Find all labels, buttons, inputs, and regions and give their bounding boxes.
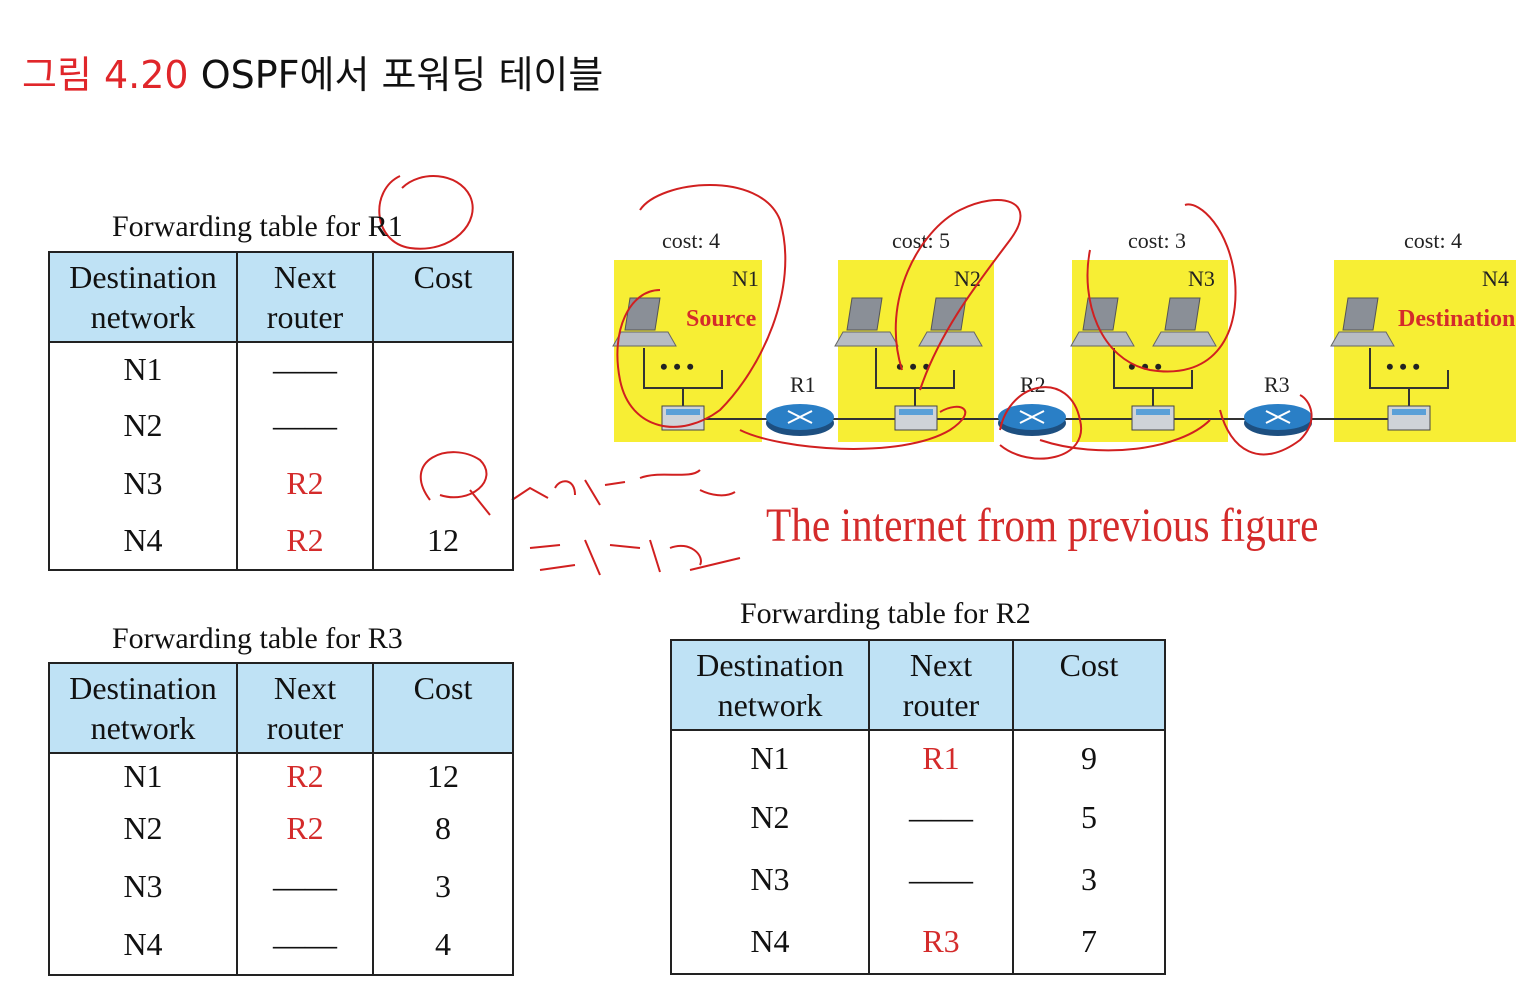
cell-next: R3 — [868, 910, 1014, 975]
table-row: N2——5 — [670, 786, 1166, 848]
network-label-n1: N1 — [732, 266, 759, 291]
diagram-caption: The internet from previous figure — [766, 499, 1319, 552]
handwritten-annotations — [378, 175, 1313, 576]
cell-next: —— — [868, 786, 1014, 848]
hosts-dots: • • • — [1386, 354, 1420, 379]
cost-n4: cost: 4 — [1404, 228, 1462, 253]
laptop-icon — [1330, 297, 1395, 347]
cell-dest: N4 — [48, 512, 238, 571]
cell-dest: N1 — [48, 341, 238, 396]
cell-cost — [372, 396, 514, 454]
cell-next: R2 — [236, 752, 374, 799]
table-r1-caption: Forwarding table for R1 — [112, 210, 403, 243]
cell-cost: 3 — [372, 857, 514, 915]
header-cost: Cost — [372, 662, 514, 754]
table-r2-caption: Forwarding table for R2 — [740, 597, 1031, 630]
switch-icon — [894, 405, 938, 431]
cell-cost — [372, 341, 514, 396]
cell-dest: N1 — [670, 729, 870, 786]
cell-dest: N4 — [670, 910, 870, 975]
header-cost: Cost — [1012, 639, 1166, 731]
cell-cost: 8 — [372, 799, 514, 857]
cell-next: —— — [236, 341, 374, 396]
destination-label: Destination — [1398, 306, 1515, 332]
cell-cost: 12 — [372, 512, 514, 571]
network-label-n3: N3 — [1188, 266, 1215, 291]
table-row: N2—— — [48, 396, 514, 454]
cell-next: R2 — [236, 454, 374, 512]
router-r1-icon — [766, 404, 834, 436]
table-row: N4——4 — [48, 915, 514, 976]
cell-next: —— — [236, 857, 374, 915]
cell-cost: 7 — [1012, 910, 1166, 975]
table-row: N1—— — [48, 341, 514, 396]
router-label-r1: R1 — [790, 372, 816, 397]
cell-cost: 4 — [372, 915, 514, 976]
network-label-n2: N2 — [954, 266, 981, 291]
cell-next: R1 — [868, 729, 1014, 786]
cell-cost: 12 — [372, 752, 514, 799]
laptop-icon — [612, 297, 677, 347]
cost-n2: cost: 5 — [892, 228, 950, 253]
switch-icon — [1387, 405, 1431, 431]
switch-icon — [1131, 405, 1175, 431]
cell-dest: N3 — [48, 454, 238, 512]
cell-next: R2 — [236, 799, 374, 857]
cell-cost: 9 — [1012, 729, 1166, 786]
laptop-icon — [1152, 297, 1217, 347]
laptop-icon — [918, 297, 983, 347]
lan-wiring — [643, 348, 1449, 406]
hosts-dots: • • • — [1128, 354, 1162, 379]
header-cost: Cost — [372, 251, 514, 343]
router-label-r3: R3 — [1264, 372, 1290, 397]
table-row: N3——3 — [48, 857, 514, 915]
cell-dest: N2 — [48, 396, 238, 454]
router-r2-icon — [998, 404, 1066, 436]
cell-dest: N4 — [48, 915, 238, 976]
page-title: 그림 4.20 OSPF에서 포워딩 테이블 — [22, 44, 603, 99]
cell-dest: N2 — [670, 786, 870, 848]
figure-label: 그림 4.20 — [22, 53, 189, 97]
table-r3-caption: Forwarding table for R3 — [112, 622, 403, 655]
cell-cost: 3 — [1012, 848, 1166, 910]
router-r3-icon — [1244, 404, 1312, 436]
figure-title: OSPF에서 포워딩 테이블 — [188, 53, 604, 97]
cell-next: R2 — [236, 512, 374, 571]
laptop-icon — [834, 297, 899, 347]
cost-n1: cost: 4 — [662, 228, 720, 253]
source-label: Source — [686, 306, 757, 332]
cell-next: —— — [868, 848, 1014, 910]
cell-dest: N1 — [48, 752, 238, 799]
cell-dest: N3 — [670, 848, 870, 910]
cell-cost — [372, 454, 514, 512]
cell-dest: N2 — [48, 799, 238, 857]
cell-cost: 5 — [1012, 786, 1166, 848]
network-label-n4: N4 — [1482, 266, 1509, 291]
cell-next: —— — [236, 396, 374, 454]
cell-dest: N3 — [48, 857, 238, 915]
table-row: N3——3 — [670, 848, 1166, 910]
cost-n3: cost: 3 — [1128, 228, 1186, 253]
cell-next: —— — [236, 915, 374, 976]
hosts-dots: • • • — [660, 354, 694, 379]
